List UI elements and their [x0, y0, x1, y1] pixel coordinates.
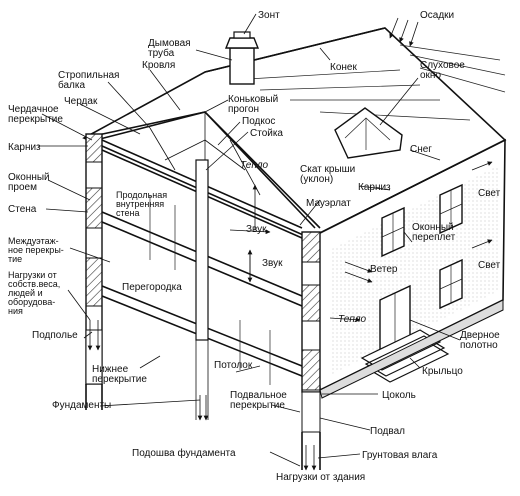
label-podkos: Подкос — [242, 116, 275, 127]
gable-windows — [381, 183, 463, 310]
label-zont: Зонт — [258, 10, 280, 21]
label-tsokol: Цоколь — [382, 390, 416, 401]
label-veter: Ветер — [370, 264, 398, 275]
label-teplo-1: Тепло — [240, 160, 268, 171]
label-nagruzki-ot-zdaniya: Нагрузки от здания — [276, 472, 365, 483]
label-podoshva-fundamenta: Подошва фундамента — [132, 447, 236, 459]
front-wall-section — [301, 231, 321, 433]
label-podval: Подвал — [370, 426, 405, 437]
effect-arrows — [229, 17, 493, 323]
label-mezhduetazhnoe: Междуэтаж-ное перекры-тие — [8, 236, 64, 264]
dormer — [334, 107, 403, 159]
label-kryltso: Крыльцо — [422, 366, 463, 377]
leader-lines — [38, 13, 461, 467]
load-arrows — [87, 320, 317, 471]
roof — [82, 27, 507, 239]
left-wall-section — [85, 133, 103, 385]
label-karniz-left: Карниз — [8, 142, 41, 153]
label-svet-1: Свет — [478, 188, 501, 199]
label-svet-2: Свет — [478, 260, 501, 271]
label-karniz-right: Карниз — [358, 182, 391, 193]
label-teplo-2: Тепло — [338, 314, 366, 325]
label-zvuk-1: Звук — [246, 224, 267, 235]
roof-texture — [229, 44, 506, 121]
label-cherdak: Чердак — [64, 96, 98, 107]
label-zvuk-2: Звук — [262, 258, 283, 269]
label-konek: Конек — [330, 62, 357, 73]
label-krovlya: Кровля — [142, 60, 175, 71]
label-osadki: Осадки — [420, 10, 454, 21]
label-peregorodka: Перегородка — [122, 282, 182, 293]
chimney — [224, 31, 260, 85]
label-gruntovaya-vlaga: Грунтовая влага — [362, 450, 438, 461]
label-fundamenty: Фундаменты — [52, 400, 111, 411]
interior-walls — [149, 159, 271, 385]
label-mauerlat: Мауэрлат — [306, 198, 351, 209]
label-stoika: Стойка — [250, 128, 283, 139]
label-skat-kryshi: Скат крыши(уклон) — [300, 164, 355, 185]
plinth — [319, 299, 504, 399]
label-stena: Стена — [8, 204, 37, 215]
label-sneg: Снег — [410, 144, 432, 155]
building-drawing — [38, 13, 507, 471]
label-podpole: Подполье — [32, 330, 78, 341]
label-potolok: Потолок — [214, 360, 253, 371]
